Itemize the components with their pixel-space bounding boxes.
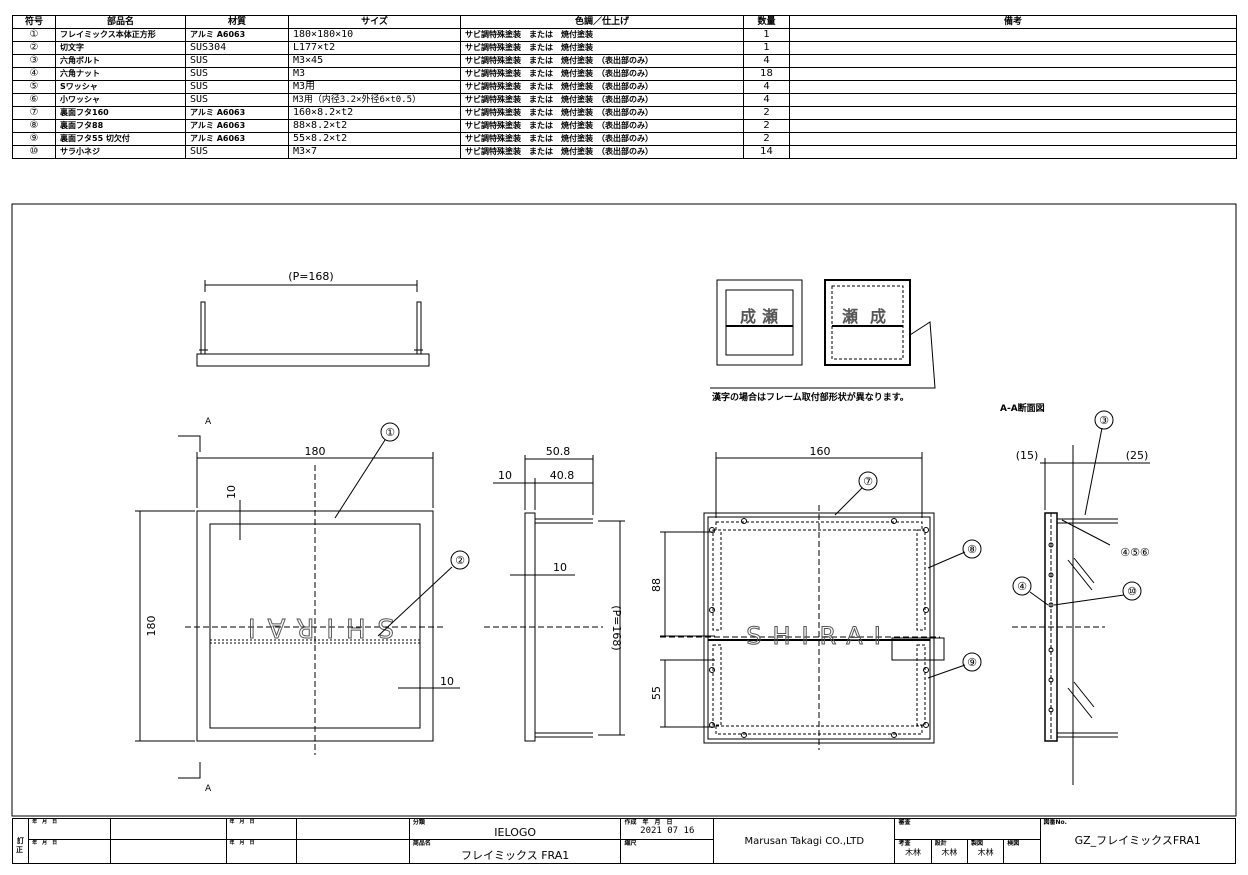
callout-9: ⑨ (967, 656, 977, 669)
parts-table-header: 符号 部品名 材質 サイズ 色調／仕上げ 数量 備考 (12, 15, 1237, 29)
shohin-cell: 商品名フレイミックス FRA1 (408, 839, 622, 864)
sakusei-value: 2021 07 16 (640, 826, 695, 836)
callout-4: ④ (1017, 580, 1027, 593)
cell-no: ⑩ (12, 145, 56, 159)
rev-date-2: 年 月 日 (225, 818, 298, 840)
dim-side-depth: 10 (498, 469, 512, 482)
zuban-label: 図番No. (1043, 819, 1067, 827)
sekkei-cell: 設計木林 (930, 839, 968, 864)
callout-456: ④⑤⑥ (1120, 546, 1150, 559)
kanji-char-3: 瀬 (842, 307, 858, 326)
dim-front-width: 180 (305, 445, 326, 458)
rev-desc-4 (296, 839, 410, 864)
rev-date-3: 年 月 日 (28, 839, 111, 864)
kento-label: 考査 (898, 840, 911, 848)
front-view: A A 180 180 10 10 SHIRAI ① ② (135, 417, 470, 794)
callout-10: ⑩ (1127, 585, 1137, 598)
dim-side-thickness: 10 (553, 561, 567, 574)
shinsa-cell: 審査 (894, 818, 1041, 840)
dim-front-height: 180 (145, 616, 158, 637)
callout-7: ⑦ (863, 475, 873, 488)
rev-mark-2: 正 (16, 846, 23, 854)
dim-back-lower: 55 (650, 686, 663, 700)
shohin-label: 商品名 (412, 840, 431, 848)
top-view-pitch-label: (P=168) (288, 270, 333, 283)
section-marker-bottom: A (205, 784, 212, 794)
callout-1: ① (385, 426, 395, 439)
sekkei-label: 設計 (934, 840, 947, 848)
dim-back-upper: 88 (650, 578, 663, 592)
kenin-cell: 検図 (1003, 839, 1041, 864)
dim-frame-side: 10 (440, 675, 454, 688)
dim-section-left: (15) (1016, 449, 1039, 462)
zuban-value: GZ_フレイミックスFRA1 (1074, 834, 1201, 847)
callout-3: ③ (1099, 414, 1109, 427)
dim-frame-top: 10 (225, 485, 238, 499)
sakusei-label: 作成 年 月 日 (624, 819, 673, 827)
dim-back-width: 160 (810, 445, 831, 458)
kanji-views: 成 瀬 瀬 成 漢字の場合はフレーム取付部形状が異なります。 (710, 279, 936, 403)
dim-section-right: (25) (1126, 449, 1149, 462)
bunrui-label: 分類 (412, 819, 425, 827)
shakudo-label: 縮尺 (624, 840, 637, 848)
rev-desc-2 (296, 818, 410, 840)
rev-desc-3 (109, 839, 227, 864)
kanji-note-text: 漢字の場合はフレーム取付部形状が異なります。 (712, 391, 909, 403)
top-view: (P=168) (196, 270, 430, 367)
dim-side-overall: 50.8 (546, 445, 571, 458)
bunrui-cell: 分類 IELOGO (408, 818, 622, 840)
kanji-char-4: 成 (870, 307, 886, 326)
kanji-char-1: 成 (740, 307, 756, 326)
kento-cell: 考査木林 (894, 839, 932, 864)
shakudo-cell: 縮尺 (620, 839, 715, 864)
bunrui-value: IELOGO (494, 826, 537, 839)
cell-note (789, 145, 1237, 159)
rev-date-1: 年 月 日 (28, 818, 111, 840)
kento-value: 木林 (905, 848, 922, 857)
back-view: SHIRAI 160 88 55 ⑦ ⑧ ⑨ (650, 445, 982, 750)
zuban-cell: 図番No. GZ_フレイミックスFRA1 (1039, 818, 1237, 864)
sekkei-value: 木林 (941, 848, 958, 857)
seizu-value: 木林 (977, 848, 994, 857)
front-letters: SHIRAI (236, 612, 394, 642)
rev-desc-1 (109, 818, 227, 840)
side-view: 50.8 10 40.8 10 (P=168) (484, 445, 625, 742)
seizu-label: 製図 (970, 840, 983, 848)
section-view: A-A断面図 (15) (25) ③ ④⑤⑥ ④ (1000, 402, 1150, 785)
seizu-cell: 製図木林 (966, 839, 1005, 864)
dim-side-bolt: 40.8 (550, 469, 575, 482)
callout-8: ⑧ (967, 543, 977, 556)
back-letters: SHIRAI (746, 622, 892, 650)
kenin-label: 検図 (1007, 840, 1020, 848)
section-title: A-A断面図 (1000, 402, 1045, 414)
rev-date-4: 年 月 日 (225, 839, 298, 864)
dim-side-pitch: (P=168) (610, 605, 623, 650)
kanji-char-2: 瀬 (762, 307, 778, 326)
section-marker-top: A (205, 417, 212, 427)
shinsa-label: 審査 (898, 819, 911, 827)
shohin-value: フレイミックス FRA1 (461, 849, 570, 862)
company-name: Marusan Takagi CO.,LTD (713, 818, 896, 864)
callout-2: ② (455, 554, 465, 567)
rev-mark-1: 訂 (11, 818, 30, 864)
